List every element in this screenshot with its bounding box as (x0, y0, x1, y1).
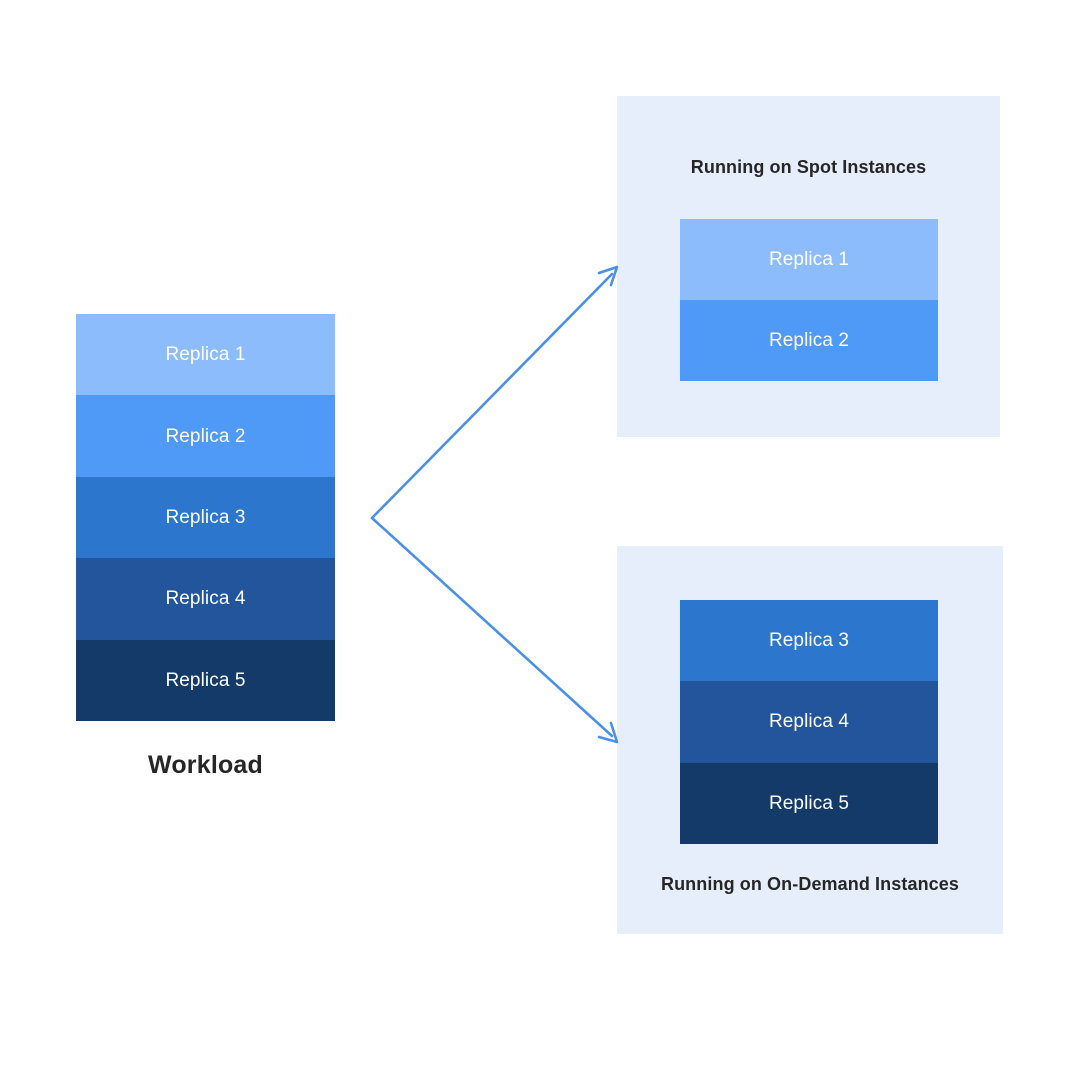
workload-replica-3: Replica 3 (76, 476, 335, 559)
workload-replica-5: Replica 5 (76, 639, 335, 722)
on-demand-replica-4-label: Replica 4 (768, 711, 850, 733)
workload-replica-3-label: Replica 3 (165, 507, 246, 529)
arrow-to-on-demand-head (597, 721, 619, 744)
workload-replica-2-label: Replica 2 (165, 425, 246, 447)
on-demand-replica-3: Replica 3 (680, 600, 938, 682)
arrow-to-spot-icon (370, 265, 619, 520)
spot-replica-2-label: Replica 2 (768, 330, 850, 351)
on-demand-replica-3-label: Replica 3 (768, 630, 850, 652)
workload-replica-5-label: Replica 5 (165, 669, 246, 691)
spot-replica-stack: Replica 1 Replica 2 (680, 219, 938, 381)
panel-on-demand-title: Running on On-Demand Instances (660, 874, 959, 894)
workload-replica-1-label: Replica 1 (165, 344, 246, 366)
workload-replica-2: Replica 2 (76, 395, 335, 477)
panel-spot-title: Running on Spot Instances (690, 157, 927, 177)
arrow-to-on-demand-icon (370, 516, 619, 744)
arrow-to-spot-head (597, 265, 619, 287)
on-demand-replica-5: Replica 5 (680, 762, 938, 844)
on-demand-replica-4: Replica 4 (680, 681, 938, 763)
spot-replica-1-label: Replica 1 (768, 249, 850, 270)
on-demand-replica-5-label: Replica 5 (768, 792, 850, 814)
workload-replica-1: Replica 1 (76, 314, 335, 396)
arrow-to-on-demand-shaft (370, 516, 614, 738)
arrow-to-spot-shaft (370, 272, 614, 520)
workload-replica-stack: Replica 1 Replica 2 Replica 3 Replica 4 … (76, 314, 335, 722)
panel-on-demand-instances: Replica 3 Replica 4 Replica 5 Running on… (617, 546, 1003, 934)
workload-group: Replica 1 Replica 2 Replica 3 Replica 4 … (76, 314, 335, 779)
panel-spot-instances: Running on Spot Instances Replica 1 Repl… (617, 96, 1000, 437)
spot-replica-2: Replica 2 (680, 300, 938, 381)
on-demand-replica-stack: Replica 3 Replica 4 Replica 5 (680, 600, 938, 844)
spot-replica-1: Replica 1 (680, 219, 938, 300)
workload-replica-4-label: Replica 4 (165, 588, 246, 610)
workload-caption: Workload (147, 751, 264, 779)
workload-replica-4: Replica 4 (76, 558, 335, 640)
